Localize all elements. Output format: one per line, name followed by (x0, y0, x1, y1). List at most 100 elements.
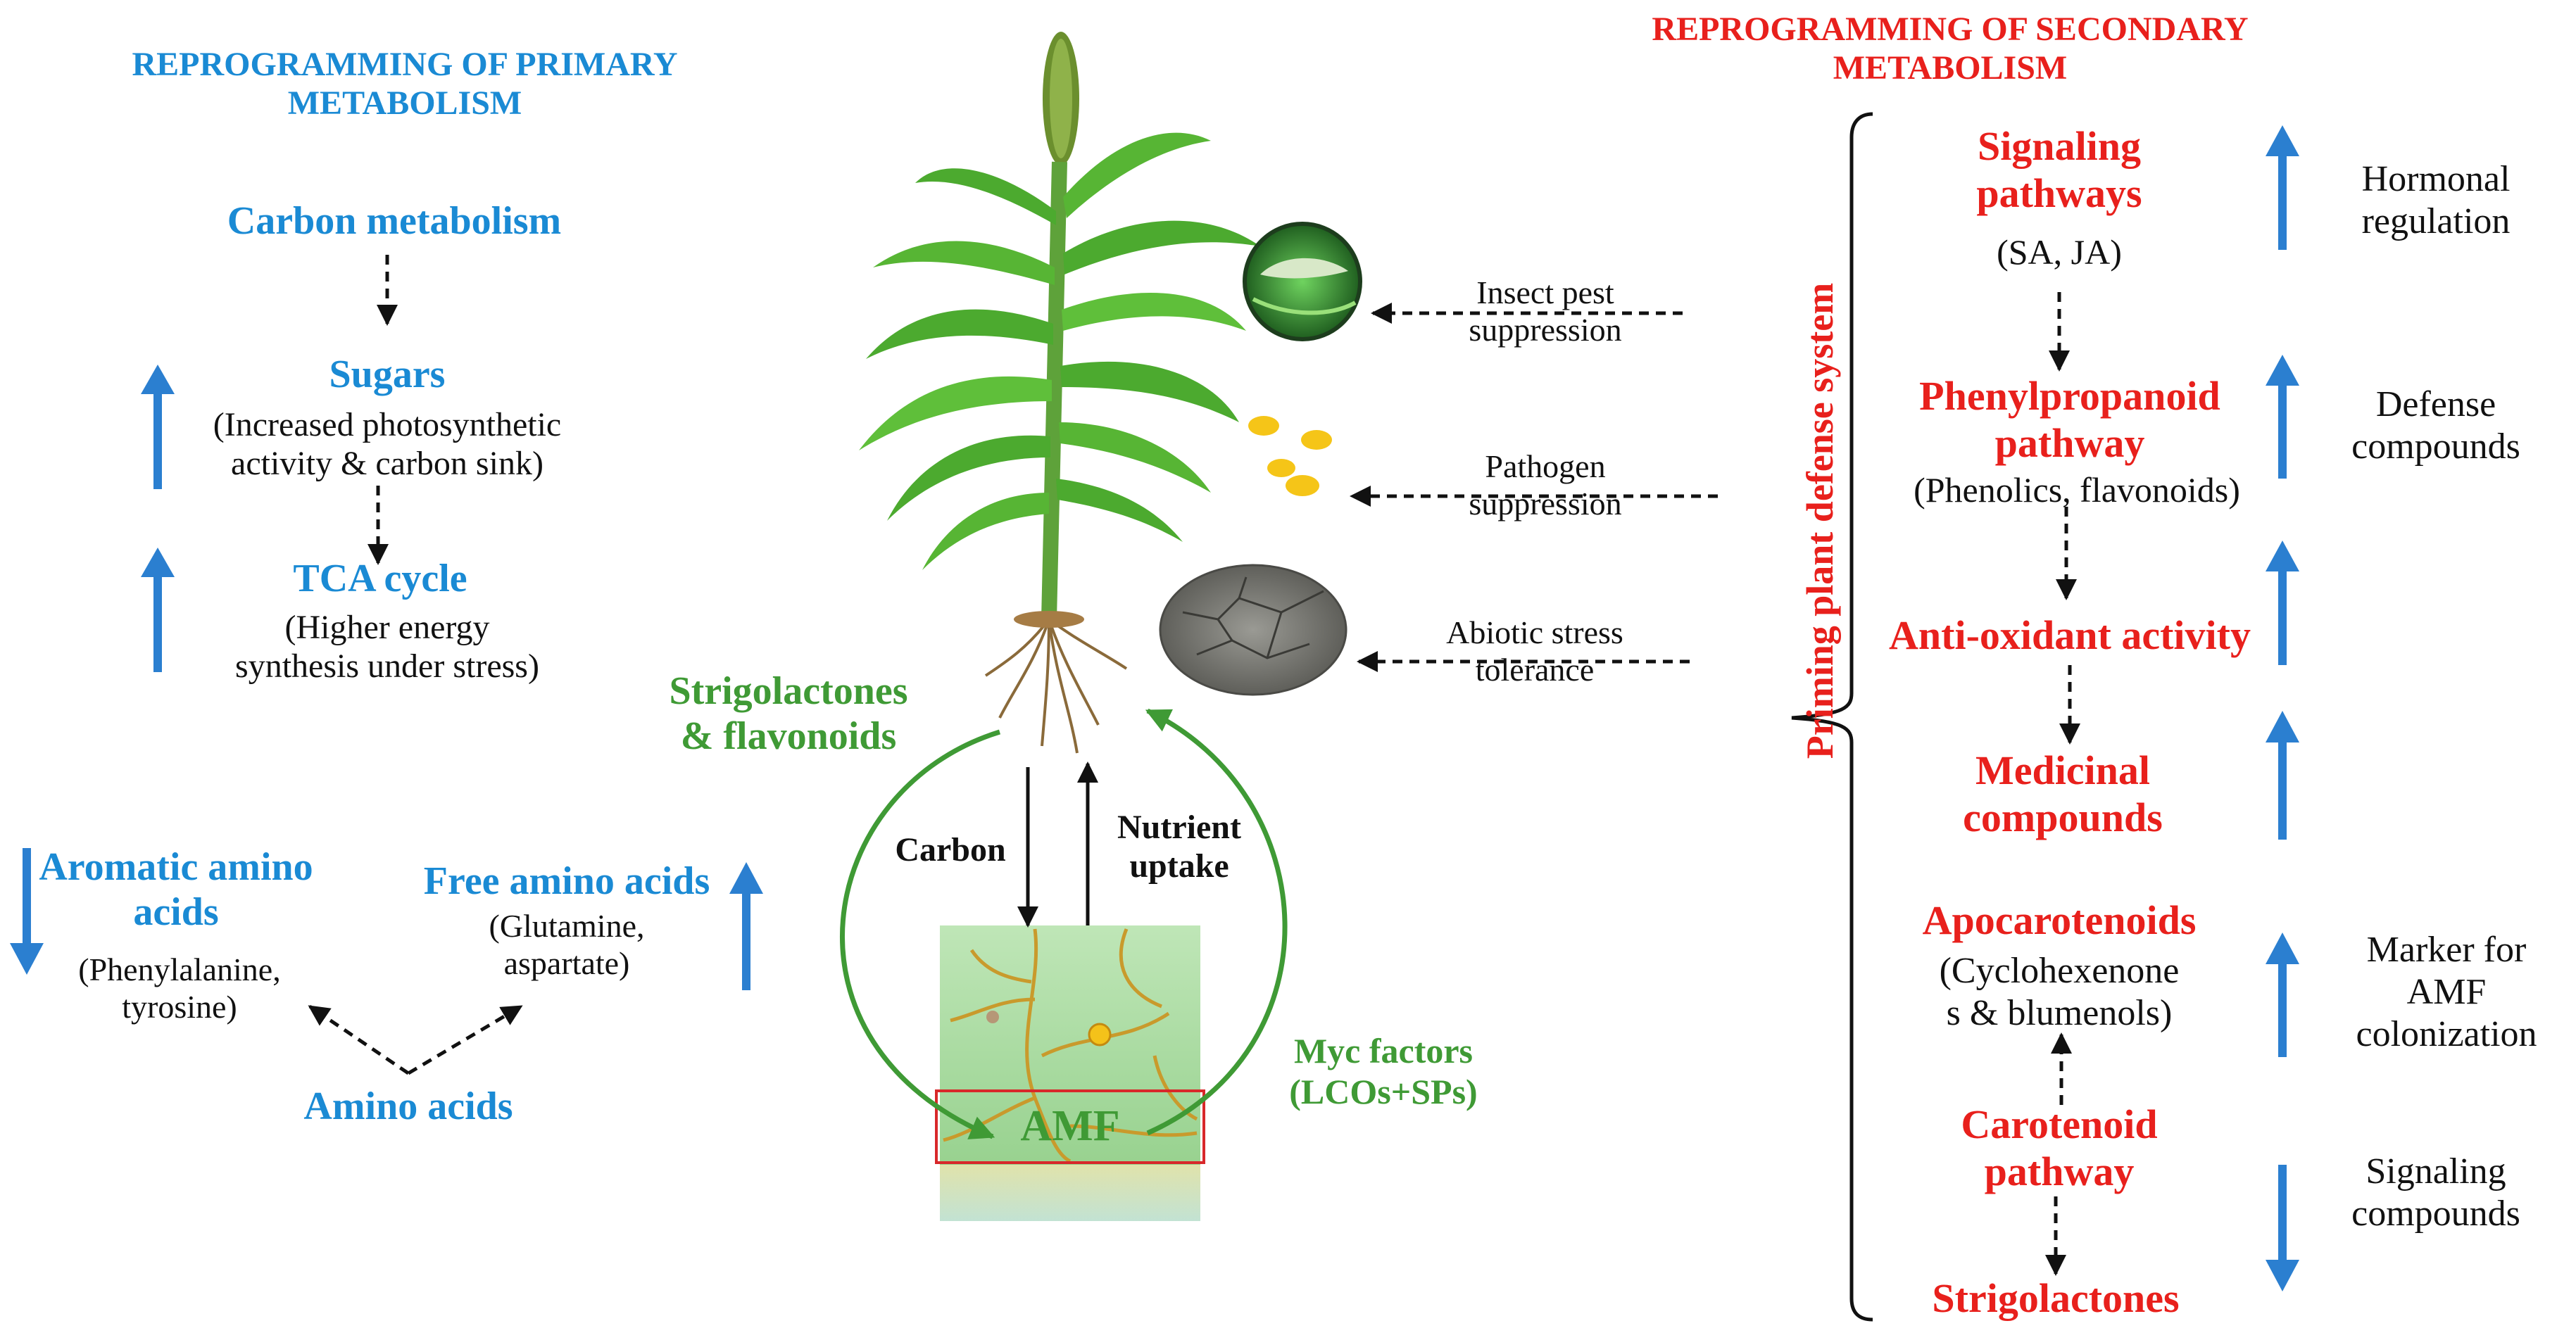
priming-defense-label: Priming plant defense system (1799, 282, 1841, 759)
apo-desc-line1: (Cyclohexenone (1939, 951, 2180, 991)
sorghum-plant-illustration (859, 32, 1260, 754)
arbuscule-vesicle (1088, 1023, 1112, 1047)
sugars-description: (Increased photosynthetic activity & car… (162, 405, 612, 483)
pathogen-line2: suppression (1469, 485, 1622, 522)
nutrient-line1: Nutrient (1117, 809, 1241, 846)
myc-line1: Myc factors (1293, 1031, 1474, 1070)
defense-compounds-note: Defense compounds (2316, 384, 2556, 468)
tca-desc-line2: synthesis under stress) (235, 647, 539, 685)
nutrient-uptake-label: Nutrient uptake (1095, 808, 1264, 885)
drought-soil-image (1159, 564, 1347, 696)
sugars-title: Sugars (329, 353, 446, 396)
spore-cluster (986, 1011, 999, 1023)
insect-line2: suppression (1469, 311, 1622, 348)
antiox-up-arrow (2266, 541, 2299, 665)
pathogen-line1: Pathogen (1485, 448, 1606, 484)
amf-marker-note: Marker for AMF colonization (2323, 929, 2570, 1055)
sigcomp-line1: Signaling (2365, 1151, 2506, 1192)
carotenoid-down-arrow (2266, 1165, 2299, 1291)
signaling-title-line2: pathways (1976, 170, 2142, 216)
antioxidant-activity-label: Anti-oxidant activity (1889, 612, 2251, 658)
primary-heading-line1: REPROGRAMMING OF PRIMARY (132, 46, 678, 83)
strigolactones-flavonoids-label: Strigolactones & flavonoids (634, 669, 943, 759)
amino-to-free-arrow (407, 1004, 523, 1075)
carbon-label: Carbon (895, 831, 1006, 868)
strigolactones-secondary-label: Strigolactones (1932, 1275, 2180, 1321)
primary-heading: REPROGRAMMING OF PRIMARY METABOLISM (81, 45, 729, 122)
free-amino-up-arrow (729, 862, 763, 990)
defense-line1: Defense (2375, 384, 2496, 424)
carot-line1: Carotenoid (1961, 1101, 2158, 1147)
carotenoid-pathway-label: Carotenoid pathway (1925, 1101, 2193, 1195)
aromatic-title-line2: acids (133, 890, 219, 935)
aromatic-desc-line2: tyrosine) (122, 988, 237, 1025)
tca-description: (Higher energy synthesis under stress) (190, 608, 584, 685)
secondary-heading-line2: METABOLISM (1833, 49, 2068, 87)
apo-up-arrow (2266, 933, 2299, 1057)
tca-desc-line1: (Higher energy (284, 609, 490, 646)
amf-label: AMF (1020, 1102, 1120, 1150)
abiotic-line2: tolerance (1475, 651, 1595, 688)
aromatic-down-arrow (10, 848, 44, 975)
aromatic-desc-line1: (Phenylalanine, (78, 952, 281, 987)
signaling-pathways-title: Signaling pathways (1943, 123, 2175, 217)
aromatic-amino-description: (Phenylalanine, tyrosine) (63, 952, 296, 1026)
primary-heading-line2: METABOLISM (287, 84, 522, 122)
phenylpropanoid-description: (Phenolics, flavonoids) (1914, 470, 2240, 510)
free-amino-description: (Glutamine, aspartate) (451, 908, 683, 982)
aromatic-amino-title: Aromatic amino acids (28, 845, 324, 935)
medicinal-line2: compounds (1963, 794, 2163, 840)
myc-line2: (LCOs+SPs) (1289, 1071, 1478, 1111)
defense-line2: compounds (2351, 426, 2520, 467)
abiotic-line1: Abiotic stress (1446, 614, 1623, 650)
strigolactone-signal-arc (839, 729, 1001, 1139)
free-desc-line2: aspartate) (503, 944, 630, 981)
signaling-title-line1: Signaling (1977, 123, 2142, 169)
signaling-description: (SA, JA) (1997, 232, 2122, 272)
marker-line3: colonization (2356, 1013, 2537, 1054)
soil-panel (940, 925, 1200, 1221)
marker-line1: Marker for (2366, 930, 2527, 970)
aromatic-title-line1: Aromatic amino (39, 845, 313, 889)
hormonal-line1: Hormonal (2361, 159, 2511, 199)
tca-up-arrow (141, 548, 175, 672)
pathogen-spores (1248, 416, 1332, 496)
strigo-line2: & flavonoids (680, 714, 897, 759)
marker-line2: AMF (2406, 971, 2487, 1012)
medicinal-up-arrow (2266, 711, 2299, 840)
phenyl-title-line2: pathway (1994, 419, 2145, 466)
myc-factor-signal-arc (1145, 708, 1288, 1136)
amf-label-box (935, 1089, 1205, 1164)
signaling-up-arrow (2266, 125, 2299, 250)
phenyl-up-arrow (2266, 355, 2299, 479)
priming-bracket (1791, 112, 1873, 1322)
medicinal-line1: Medicinal (1975, 747, 2151, 793)
sugars-up-arrow (141, 365, 175, 489)
secondary-heading-line1: REPROGRAMMING OF SECONDARY (1652, 11, 2249, 48)
sigcomp-line2: compounds (2351, 1193, 2520, 1234)
tca-title: TCA cycle (293, 557, 467, 600)
hormonal-regulation-note: Hormonal regulation (2316, 158, 2556, 243)
sugars-desc-line1: (Increased photosynthetic (213, 406, 562, 443)
myc-factors-label: Myc factors (LCOs+SPs) (1267, 1031, 1500, 1112)
amino-acids-label: Amino acids (303, 1085, 513, 1128)
strigo-line1: Strigolactones (669, 669, 908, 713)
sugars-desc-line2: activity & carbon sink) (231, 445, 544, 483)
insect-pest-image (1243, 222, 1362, 341)
carbon-metabolism-label: Carbon metabolism (227, 199, 562, 243)
insect-suppression-label: Insect pest suppression (1429, 274, 1661, 349)
secondary-heading: REPROGRAMMING OF SECONDARY METABOLISM (1563, 10, 2337, 87)
amino-to-aromatic-arrow (308, 1004, 410, 1075)
pathogen-suppression-label: Pathogen suppression (1429, 448, 1661, 523)
medicinal-compounds-label: Medicinal compounds (1922, 747, 2204, 841)
carot-line2: pathway (1984, 1148, 2135, 1194)
nutrient-line2: uptake (1129, 847, 1229, 885)
apo-desc-line2: s & blumenols) (1946, 992, 2173, 1033)
abiotic-tolerance-label: Abiotic stress tolerance (1408, 614, 1661, 689)
phenyl-title-line1: Phenylpropanoid (1919, 373, 2220, 419)
hormonal-line2: regulation (2361, 201, 2511, 241)
apocarotenoids-title: Apocarotenoids (1922, 897, 2197, 943)
apocarotenoids-description: (Cyclohexenone s & blumenols) (1894, 950, 2225, 1035)
